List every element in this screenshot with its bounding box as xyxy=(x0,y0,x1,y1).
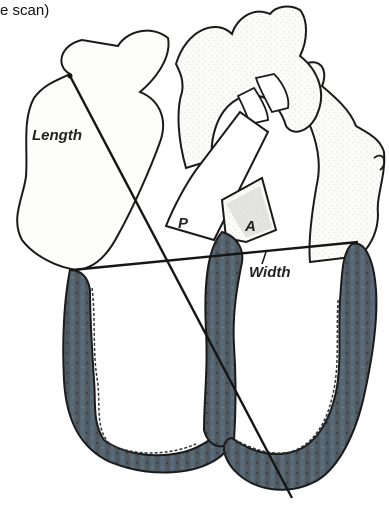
pulmonary-label: P xyxy=(178,215,188,232)
left-ventricle-wall xyxy=(224,244,376,490)
width-label-tick xyxy=(262,252,266,264)
right-atrium-outline xyxy=(17,31,168,270)
aorta-label: A xyxy=(245,218,256,235)
right-ventricle-cavity-edge xyxy=(92,288,196,453)
length-endpoint xyxy=(68,74,73,79)
caption-fragment: e scan) xyxy=(0,2,49,19)
width-label: Width xyxy=(249,264,291,281)
length-label: Length xyxy=(32,127,82,144)
